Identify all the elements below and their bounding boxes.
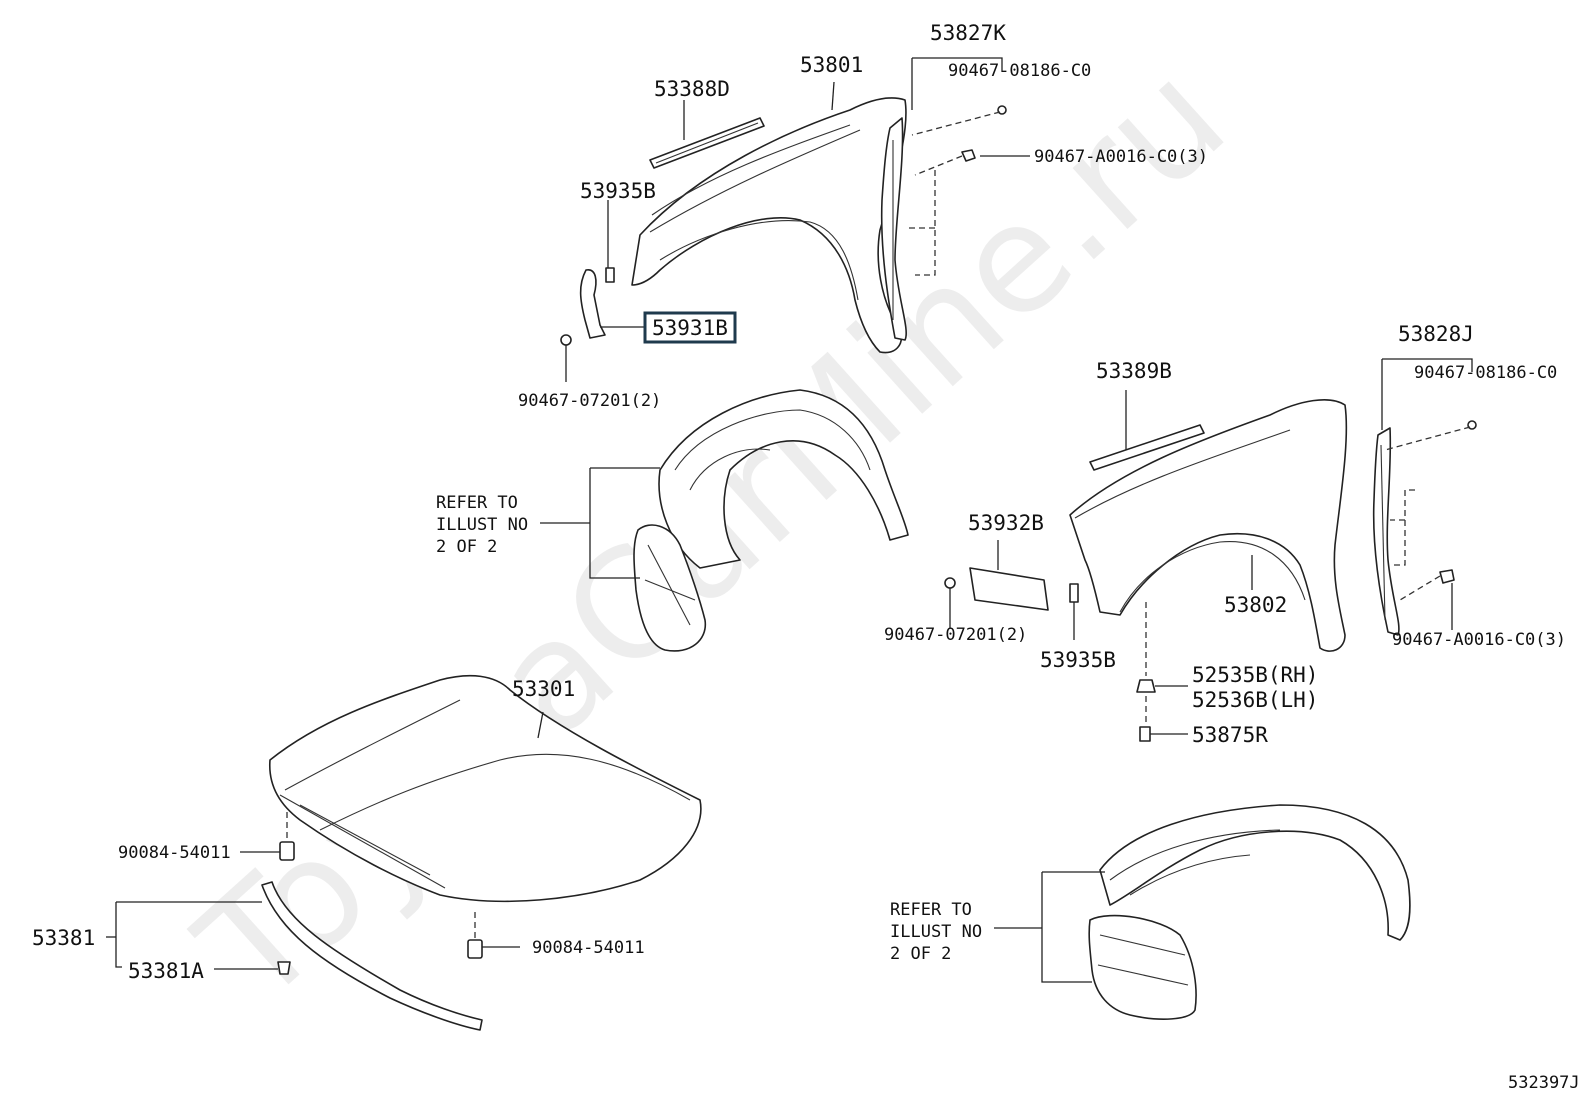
- leaders-top: [565, 57, 1030, 382]
- clip-90467-07201-right-drawing: [944, 577, 956, 589]
- label-90467-07201-right: 90467-07201(2): [884, 625, 1027, 645]
- label-52535B-rh: 52535B(RH): [1192, 663, 1318, 687]
- label-53828J: 53828J: [1398, 322, 1474, 346]
- liner-bottom-drawing: [1088, 804, 1411, 1020]
- highlight-box-53931B: [643, 311, 737, 344]
- label-53935B-right: 53935B: [1040, 648, 1116, 672]
- refer-note-bottom-line-3: 2 OF 2: [890, 944, 951, 964]
- bracket-53931B-drawing: [579, 269, 606, 339]
- label-90467-08186-C0-right: 90467-08186-C0: [1414, 363, 1557, 383]
- label-90084-54011-left: 90084-54011: [118, 843, 231, 863]
- refer-note-bottom-line-1: REFER TO: [890, 900, 972, 920]
- clip-90467-A0016-right-drawing: [1439, 569, 1455, 584]
- bracket-53932B-drawing: [969, 567, 1049, 611]
- label-90467-A0016-C0-top: 90467-A0016-C0(3): [1034, 147, 1208, 167]
- label-53802: 53802: [1224, 593, 1287, 617]
- hood-bumper-left-drawing: [279, 841, 295, 861]
- label-52536B-lh: 52536B(LH): [1192, 688, 1318, 712]
- label-53801: 53801: [800, 53, 863, 77]
- refer-note-bottom-line-2: ILLUST NO: [890, 922, 982, 942]
- fender-53802-drawing: [1069, 399, 1400, 652]
- label-53935B-top: 53935B: [580, 179, 656, 203]
- label-53875R: 53875R: [1192, 723, 1268, 747]
- clip-90467-07201-top-drawing: [560, 334, 572, 346]
- hood-bumper-right-drawing: [467, 939, 483, 959]
- label-53932B: 53932B: [968, 511, 1044, 535]
- label-90084-54011-right: 90084-54011: [532, 938, 645, 958]
- liner-top-drawing: [633, 389, 909, 652]
- label-90467-07201-top: 90467-07201(2): [518, 391, 661, 411]
- fender-53801-drawing: [631, 97, 907, 354]
- leaders-bottom: [106, 711, 544, 970]
- label-53381: 53381: [32, 926, 95, 950]
- clip-53381A-drawing: [277, 961, 291, 975]
- diagram-code: 532397J: [1508, 1073, 1580, 1093]
- label-53931B: 53931B: [652, 316, 728, 340]
- refer-bracket-top: [540, 467, 660, 579]
- refer-note-top-line-1: REFER TO: [436, 493, 518, 513]
- refer-note-bottom: REFER TO ILLUST NO 2 OF 2: [890, 900, 982, 964]
- clip-53935B-right-drawing: [1069, 583, 1079, 603]
- clip-90467-A0016-top-drawing: [961, 149, 976, 162]
- label-90467-A0016-C0-right: 90467-A0016-C0(3): [1392, 630, 1566, 650]
- seal-53381-drawing: [261, 881, 483, 1031]
- nut-52535B-drawing: [1136, 679, 1156, 693]
- label-53827K: 53827K: [930, 21, 1006, 45]
- molding-53388D-drawing: [649, 117, 765, 169]
- refer-note-top-line-3: 2 OF 2: [436, 537, 497, 557]
- label-53389B: 53389B: [1096, 359, 1172, 383]
- label-53381A: 53381A: [128, 959, 204, 983]
- hood-53301-drawing: [269, 674, 702, 903]
- clip-53935B-top-drawing: [605, 267, 615, 283]
- label-90467-08186-C0-top: 90467-08186-C0: [948, 61, 1091, 81]
- leaders-right: [949, 358, 1473, 735]
- refer-note-top-line-2: ILLUST NO: [436, 515, 528, 535]
- refer-note-top: REFER TO ILLUST NO 2 OF 2: [436, 493, 528, 557]
- label-53388D: 53388D: [654, 77, 730, 101]
- label-53301: 53301: [512, 677, 575, 701]
- bolt-53875R-drawing: [1139, 726, 1151, 742]
- molding-53389B-drawing: [1089, 424, 1205, 471]
- refer-bracket-bottom: [994, 871, 1105, 983]
